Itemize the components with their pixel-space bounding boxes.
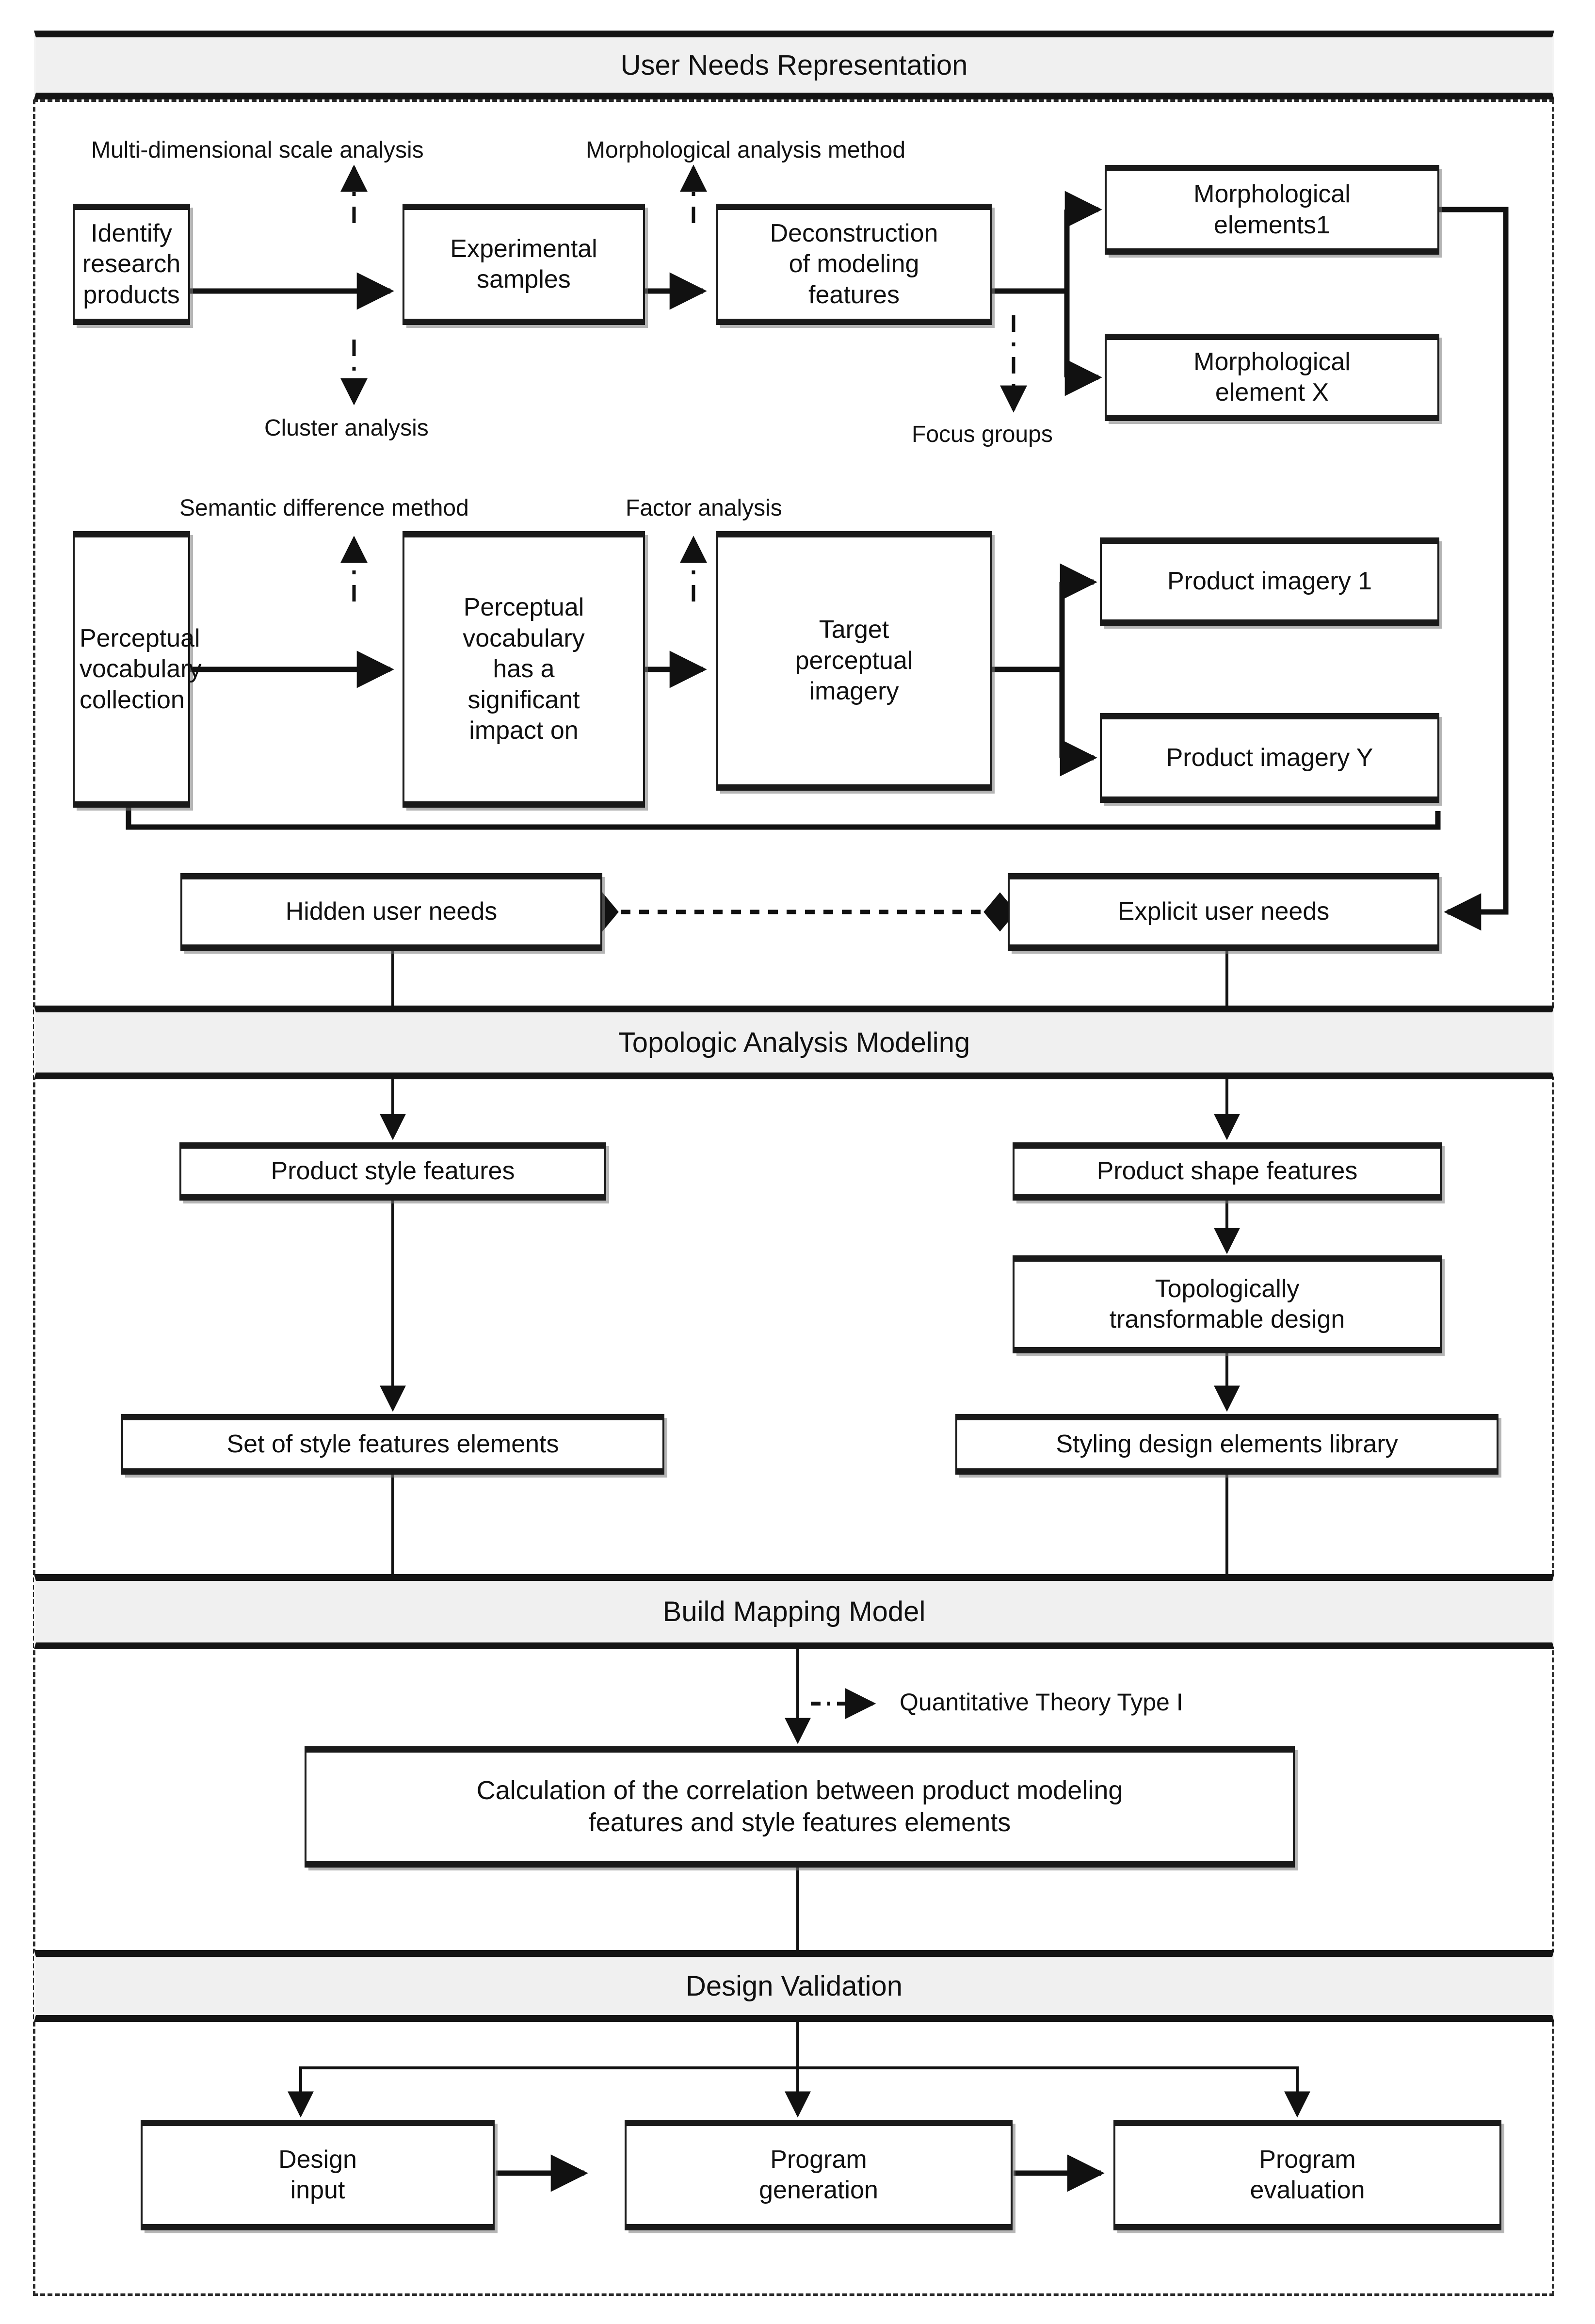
node-deconstruction-of-modeling-features[interactable]: Deconstruction of modeling features	[716, 204, 992, 325]
node-target-perceptual-imagery[interactable]: Target perceptual imagery	[716, 531, 992, 791]
node-label: Calculation of the correlation between p…	[476, 1776, 1123, 1837]
node-product-shape-features[interactable]: Product shape features	[1013, 1142, 1442, 1201]
node-label: Topologically transformable design	[1109, 1274, 1345, 1333]
node-design-input[interactable]: Design input	[141, 2120, 495, 2230]
node-label: Design input	[278, 2145, 357, 2204]
node-label: Set of style features elements	[226, 1430, 559, 1458]
node-label: Perceptual vocabulary collection	[80, 624, 202, 714]
node-label: Experimental samples	[450, 234, 597, 293]
section-header-design-validation: Design Validation	[34, 1950, 1554, 2022]
node-identify-research-products[interactable]: Identify research products	[73, 204, 190, 325]
node-label: Product imagery 1	[1167, 567, 1372, 596]
annotation-cluster-analysis: Cluster analysis	[264, 415, 429, 441]
node-label: Perceptual vocabulary has a significant …	[463, 593, 585, 745]
node-label: Morphological elements1	[1193, 180, 1351, 239]
section-label-design-validation: Design Validation	[685, 1970, 903, 2002]
node-label: Product imagery Y	[1166, 743, 1373, 772]
node-product-style-features[interactable]: Product style features	[179, 1142, 606, 1201]
annotation-morphological-analysis-method: Morphological analysis method	[586, 137, 906, 163]
node-label: Product shape features	[1096, 1157, 1358, 1186]
section-header-topologic: Topologic Analysis Modeling	[34, 1006, 1554, 1079]
node-label: Explicit user needs	[1117, 897, 1330, 926]
node-label: Styling design elements library	[1056, 1430, 1398, 1458]
annotation-quantitative-theory-type-i: Quantitative Theory Type I	[900, 1689, 1183, 1716]
node-topologically-transformable-design[interactable]: Topologically transformable design	[1013, 1255, 1442, 1353]
node-perceptual-vocabulary-collection[interactable]: Perceptual vocabulary collection	[73, 531, 202, 808]
section-label-topologic: Topologic Analysis Modeling	[618, 1026, 970, 1058]
node-perceptual-vocabulary-significant-impact[interactable]: Perceptual vocabulary has a significant …	[403, 531, 645, 808]
node-experimental-samples[interactable]: Experimental samples	[403, 204, 645, 325]
annotation-factor-analysis: Factor analysis	[626, 495, 782, 521]
node-label: Morphological element X	[1193, 347, 1351, 406]
node-program-evaluation[interactable]: Program evaluation	[1113, 2120, 1501, 2230]
section-header-build-mapping: Build Mapping Model	[34, 1574, 1554, 1649]
node-explicit-user-needs[interactable]: Explicit user needs	[1008, 873, 1439, 951]
node-set-of-style-features-elements[interactable]: Set of style features elements	[121, 1414, 664, 1475]
section-label-build-mapping: Build Mapping Model	[662, 1596, 926, 1627]
node-label: Target perceptual imagery	[795, 616, 913, 706]
node-morphological-element-x[interactable]: Morphological element X	[1105, 334, 1439, 421]
node-label: Program generation	[759, 2145, 878, 2204]
node-product-imagery-1[interactable]: Product imagery 1	[1100, 537, 1439, 626]
section-label-user-needs: User Needs Representation	[620, 49, 968, 81]
node-label: Product style features	[271, 1157, 515, 1186]
annotation-multi-dimensional-scale-analysis: Multi-dimensional scale analysis	[91, 137, 424, 163]
node-label: Identify research products	[82, 219, 181, 309]
section-header-user-needs: User Needs Representation	[34, 31, 1554, 99]
node-styling-design-elements-library[interactable]: Styling design elements library	[955, 1414, 1498, 1475]
node-morphological-elements1[interactable]: Morphological elements1	[1105, 165, 1439, 255]
node-label: Hidden user needs	[285, 897, 498, 926]
node-label: Program evaluation	[1250, 2145, 1365, 2204]
annotation-focus-groups: Focus groups	[912, 422, 1053, 447]
node-calculation-of-correlation[interactable]: Calculation of the correlation between p…	[305, 1746, 1295, 1868]
node-program-generation[interactable]: Program generation	[625, 2120, 1013, 2230]
node-hidden-user-needs[interactable]: Hidden user needs	[180, 873, 602, 951]
node-product-imagery-y[interactable]: Product imagery Y	[1100, 713, 1439, 803]
annotation-semantic-difference-method: Semantic difference method	[179, 495, 469, 521]
node-label: Deconstruction of modeling features	[770, 219, 938, 309]
